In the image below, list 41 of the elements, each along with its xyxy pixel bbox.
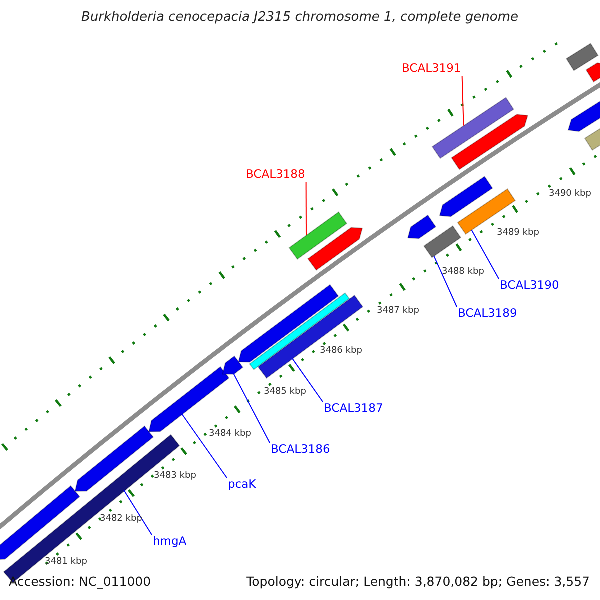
gene-feature [424, 226, 462, 258]
leader-line [471, 230, 500, 280]
gene-label: BCAL3189 [458, 306, 518, 320]
leader-line [434, 256, 458, 308]
leader-line [182, 414, 228, 478]
gene-feature [586, 62, 600, 83]
gene-label: BCAL3187 [324, 401, 384, 415]
leader-line [462, 76, 464, 126]
gene-feature [439, 176, 494, 218]
gene-label: BCAL3190 [500, 278, 560, 292]
scale-label: 3489 kbp [497, 228, 540, 238]
leader-line [306, 182, 307, 236]
leader-line [292, 358, 324, 402]
title: Burkholderia cenocepacia J2315 chromosome 1, complete genome [80, 10, 520, 25]
gene-feature [432, 97, 514, 160]
scale-label: 3484 kbp [209, 429, 252, 439]
footer-text: Topology: circular; Length: 3,870,082 bp; Genes: 3,557 [246, 574, 590, 589]
gene-label: hmgA [153, 534, 187, 548]
gene-label: pcaK [228, 477, 256, 491]
gene-feature [222, 356, 244, 375]
scale-label: 3488 kbp [442, 267, 484, 277]
gene-feature [308, 227, 364, 271]
gene-label: BCAL3191 [402, 61, 462, 75]
scale-label: 3483 kbp [154, 471, 196, 481]
gene-feature [566, 43, 599, 72]
scale-label: 3487 kbp [377, 306, 420, 316]
scale-label: 3485 kbp [264, 387, 306, 397]
gene-label: BCAL3186 [271, 442, 330, 456]
leader-line [124, 490, 152, 536]
gene-feature [451, 114, 529, 170]
scale-label: 3481 kbp [45, 557, 88, 567]
leader-line [234, 374, 270, 444]
gene-feature [288, 212, 348, 260]
gene-feature [258, 294, 364, 379]
gene-feature [74, 426, 154, 492]
gene-feature [407, 214, 437, 240]
scale-label: 3482 kbp [100, 514, 142, 524]
gene-label: BCAL3188 [246, 167, 306, 181]
footer-text: Accession: NC_011000 [9, 574, 152, 589]
scale-label: 3490 kbp [549, 189, 592, 199]
scale-label: 3486 kbp [320, 346, 362, 356]
